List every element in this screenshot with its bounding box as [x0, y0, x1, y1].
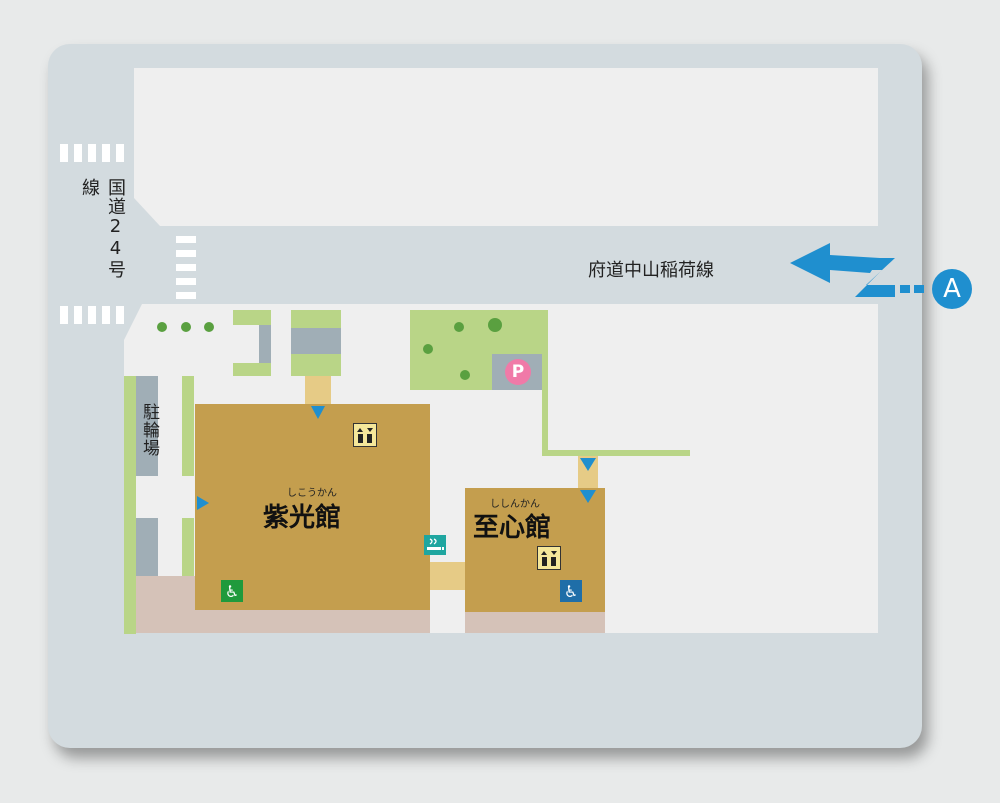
parking-icon[interactable]: P: [511, 362, 525, 382]
walkway-east: [578, 456, 598, 488]
entrance-arrow-icon: [580, 458, 596, 471]
prefectural-road-label: 府道中山稲荷線: [588, 260, 714, 281]
wheelchair-icon: ♿: [221, 580, 243, 602]
tree: [423, 344, 433, 354]
entrance-arrow-icon: [197, 496, 209, 510]
smoking-area-icon: [424, 535, 446, 555]
plaza-shikokan: [195, 610, 430, 633]
access-marker-label[interactable]: A: [943, 274, 961, 304]
green-block-a-inner: [233, 325, 259, 363]
access-marker-circle: [932, 269, 972, 309]
tree: [181, 322, 191, 332]
plaza-west: [136, 576, 195, 633]
tree: [460, 370, 470, 380]
shishinkan-name[interactable]: 至心館: [473, 513, 552, 543]
crosswalk-east: [176, 236, 196, 299]
bicycle-parking-area: [136, 376, 158, 476]
bicycle-parking-label: 駐輪場: [139, 403, 159, 457]
bicycle-parking-area-2: [136, 518, 158, 576]
entrance-arrow-icon: [580, 490, 596, 503]
crosswalk-south: [60, 306, 124, 324]
elevator-icon: [353, 423, 377, 447]
tree: [204, 322, 214, 332]
green-strip-mid-low: [182, 518, 194, 576]
shikokan-building: [195, 404, 430, 610]
walkway-connector: [430, 562, 465, 590]
shishinkan-reading: ししんかん: [490, 499, 540, 510]
walkway-north: [305, 376, 331, 404]
wheelchair-icon: ♿: [560, 580, 582, 602]
tree: [157, 322, 167, 332]
gray-block-a: [259, 325, 271, 363]
gray-block-b: [291, 328, 341, 354]
green-strip-left: [124, 376, 136, 634]
tree: [454, 322, 464, 332]
north-lot: [134, 68, 878, 226]
tree: [488, 318, 502, 332]
national-route-label: 国道24号線: [79, 178, 126, 279]
green-strip-mid: [182, 376, 194, 476]
parking-circle: [505, 359, 531, 385]
shikokan-reading: しこうかん: [287, 488, 337, 499]
entrance-arrow-icon: [311, 406, 325, 419]
access-route-arrow: [790, 243, 924, 297]
plaza-shishinkan: [465, 612, 605, 633]
shikokan-name[interactable]: 紫光館: [263, 503, 342, 533]
elevator-icon: [537, 546, 561, 570]
crosswalk-north: [60, 144, 124, 162]
